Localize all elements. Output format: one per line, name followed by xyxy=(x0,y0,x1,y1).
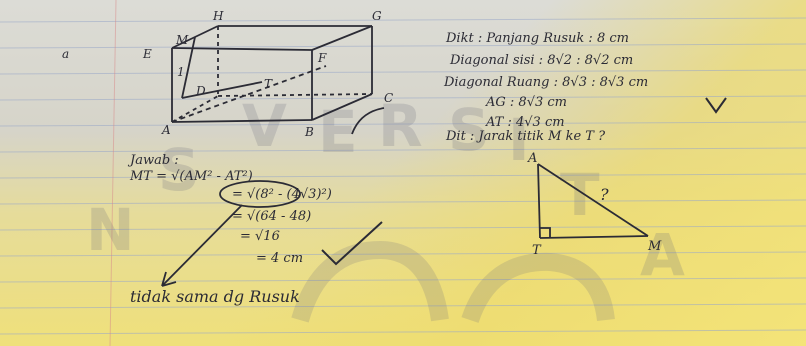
svg-text:S: S xyxy=(158,136,200,204)
cube-label-m: M xyxy=(175,33,189,47)
arrow-head xyxy=(161,271,177,287)
svg-text:R: R xyxy=(378,92,423,160)
svg-text:T: T xyxy=(560,161,600,229)
answer-line-2: = √(8² - (4√3)²) xyxy=(232,187,332,202)
answer-note: tidak sama dg Rusuk xyxy=(130,287,300,306)
margin-line xyxy=(109,0,117,346)
known-line-3: Diagonal Ruang : 8√3 : 8√3 cm xyxy=(443,75,648,90)
svg-text:N: N xyxy=(86,196,135,264)
svg-text:I: I xyxy=(508,106,530,174)
answer-line-3: = √(64 - 48) xyxy=(232,209,311,224)
known-line-1: Dikt : Panjang Rusuk : 8 cm xyxy=(445,31,629,46)
known-line-6: Dit : Jarak titik M ke T ? xyxy=(445,129,606,144)
margin-mark: a xyxy=(62,47,69,61)
known-line-2: Diagonal sisi : 8√2 : 8√2 cm xyxy=(449,53,633,68)
triangle-question: ? xyxy=(600,185,609,204)
arrow-line xyxy=(161,204,243,287)
known-block: Dikt : Panjang Rusuk : 8 cm Diagonal sis… xyxy=(443,31,648,144)
circle-annotation xyxy=(219,180,301,208)
triangle-labels: A T M ? xyxy=(527,151,662,258)
answer-block: Jawab : MT = √(AM² - AT²) = √(8² - (4√3)… xyxy=(127,153,332,266)
triangle-label-a: A xyxy=(527,151,537,166)
answer-line-4: = √16 xyxy=(240,229,280,244)
known-line-4: AG : 8√3 cm xyxy=(485,95,567,110)
cube-label-d: D xyxy=(195,84,206,98)
cube-labels: H G E F D C A B M T 1 xyxy=(142,9,393,139)
cube-label-b: B xyxy=(304,125,314,139)
triangle-diagram xyxy=(537,163,649,239)
svg-text:A: A xyxy=(640,221,685,289)
cube-label-f: F xyxy=(317,51,327,65)
cube-diagram xyxy=(171,25,385,135)
cube-label-h: H xyxy=(212,9,224,23)
triangle-label-m: M xyxy=(647,239,662,254)
svg-text:V: V xyxy=(242,92,287,160)
check-mark xyxy=(321,221,383,266)
cube-label-g: G xyxy=(372,9,382,23)
answer-heading: Jawab : xyxy=(127,153,179,168)
svg-text:S: S xyxy=(448,96,490,164)
cube-label-t: T xyxy=(264,77,273,91)
cube-label-c: C xyxy=(384,91,393,105)
watermark-emblem xyxy=(291,240,615,324)
answer-line-5: = 4 cm xyxy=(256,251,303,266)
cube-label-e: E xyxy=(142,47,152,61)
ruled-lines xyxy=(0,17,806,335)
cube-label-a: A xyxy=(161,123,171,137)
answer-line-1: MT = √(AM² - AT²) xyxy=(129,169,253,184)
watermark: E R S I T A S V N xyxy=(86,92,685,289)
triangle-label-t: T xyxy=(532,243,542,258)
known-line-5: AT : 4√3 cm xyxy=(485,115,565,130)
cube-label-one: 1 xyxy=(177,65,185,79)
tick-mark xyxy=(705,97,727,114)
